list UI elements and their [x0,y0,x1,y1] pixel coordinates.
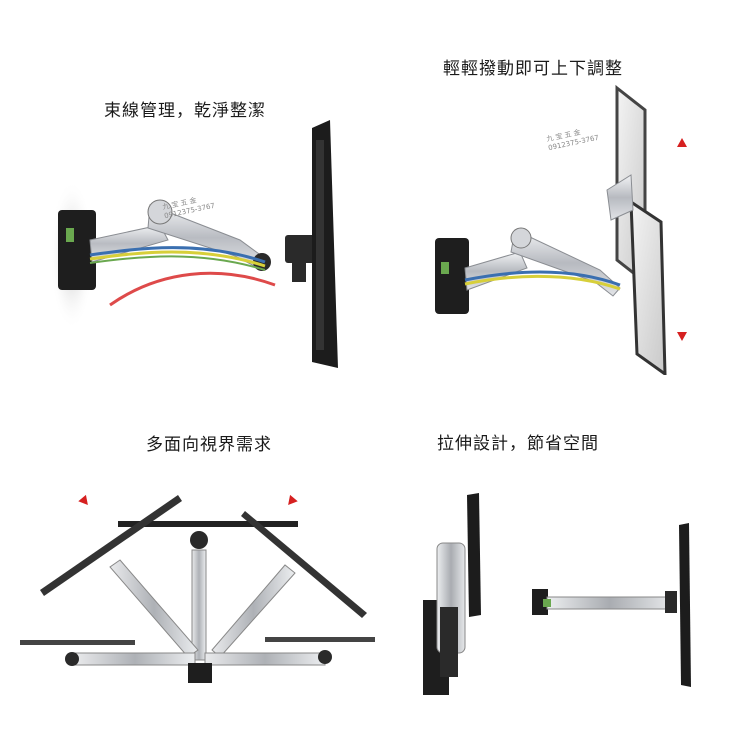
wall-plate [58,210,96,290]
arrow-up-icon [677,138,687,147]
monitor-extended [679,523,691,687]
monitor-top [118,521,298,527]
panel-space-saving: 拉伸設計，節省空間 [375,375,750,750]
panel-cable-management: 束線管理，乾淨整潔 [0,0,375,375]
panel-caption: 輕輕撥動即可上下調整 [443,59,623,79]
monitor-folded [467,493,481,617]
panel-multi-angle: 多面向視界需求 [0,375,375,750]
panel-caption: 拉伸設計，節省空間 [437,434,599,454]
wall-plate-extended [532,589,548,615]
panel-caption: 束線管理，乾淨整潔 [104,101,266,121]
multi-angle-illustration [20,495,375,683]
monitor-upper-right [241,511,367,618]
monitor-lowered [629,199,667,375]
monitor-lower-left [20,640,135,645]
monitor-lower-right [265,637,375,642]
panel-height-adjust: 輕輕撥動即可上下調整 九 宝 五 金 [375,0,750,375]
space-saving-illustration [423,493,691,695]
wall-plate [435,238,469,314]
monitor-upper-left [40,495,182,596]
panel-caption: 多面向視界需求 [146,435,272,455]
arrow-down-icon [677,332,687,341]
cable-management-illustration [50,120,338,368]
height-adjust-illustration [435,84,667,375]
